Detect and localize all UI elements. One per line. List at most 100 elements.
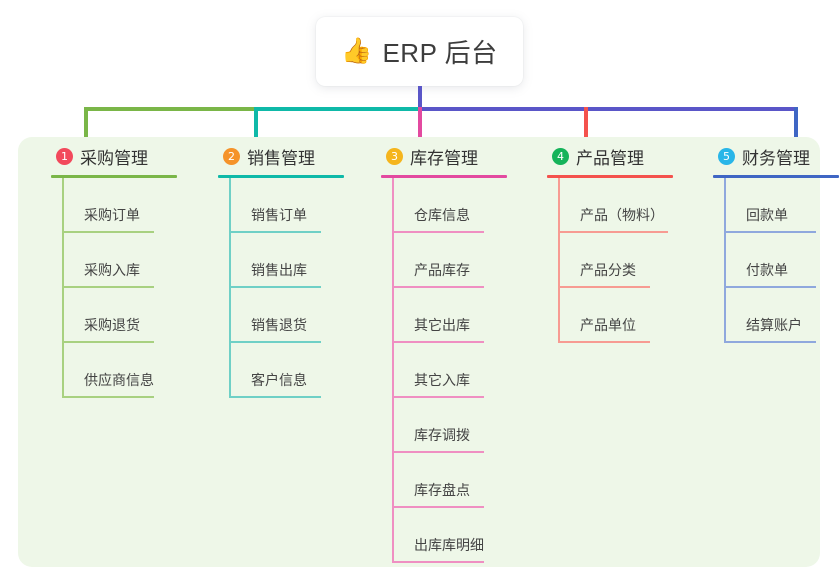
- category-header-3[interactable]: 3 库存管理: [362, 143, 522, 169]
- item-spine: [724, 178, 726, 343]
- category-underline: [51, 175, 177, 178]
- category-underline: [381, 175, 507, 178]
- category-underline: [218, 175, 344, 178]
- category-column-4: 4 产品管理产品（物料） 产品分类产品单位: [528, 143, 688, 343]
- menu-item-label: 结算账户: [746, 317, 802, 333]
- thumbs-up-icon: 👍: [341, 37, 373, 65]
- menu-item[interactable]: 付款单: [726, 233, 839, 288]
- menu-item[interactable]: 回款单: [726, 178, 839, 233]
- menu-item[interactable]: 供应商信息: [64, 343, 192, 398]
- connector-drop-5: [794, 107, 798, 139]
- connector-drop-4: [584, 107, 588, 139]
- menu-item-label: 产品分类: [580, 262, 636, 278]
- menu-item-underline: [394, 231, 484, 233]
- category-title: 采购管理: [80, 148, 148, 168]
- menu-item-label: 库存调拨: [414, 427, 470, 443]
- menu-item-underline: [231, 286, 321, 288]
- page-title: ERP 后台: [382, 38, 498, 68]
- menu-item-underline: [64, 286, 154, 288]
- category-item-list-5: 回款单付款单结算账户: [694, 178, 839, 343]
- category-underline: [713, 175, 839, 178]
- menu-item[interactable]: 出库库明细: [394, 508, 522, 563]
- menu-item-label: 其它入库: [414, 372, 470, 388]
- category-number-badge: 5: [718, 147, 735, 165]
- menu-item-label: 产品单位: [580, 317, 636, 333]
- root-connector-stem: [418, 86, 422, 109]
- menu-item-underline: [560, 341, 650, 343]
- category-title: 产品管理: [576, 148, 644, 168]
- menu-item[interactable]: 销售出库: [231, 233, 359, 288]
- menu-item[interactable]: 结算账户: [726, 288, 839, 343]
- menu-item-underline: [394, 561, 484, 563]
- category-header-5[interactable]: 5 财务管理: [694, 143, 839, 169]
- menu-item-underline: [394, 396, 484, 398]
- menu-item[interactable]: 仓库信息: [394, 178, 522, 233]
- category-number-badge: 4: [552, 147, 569, 165]
- menu-item-underline: [560, 231, 668, 233]
- connector-drop-3: [418, 107, 422, 139]
- menu-item[interactable]: 采购订单: [64, 178, 192, 233]
- menu-item-underline: [726, 341, 816, 343]
- menu-item[interactable]: 库存盘点: [394, 453, 522, 508]
- category-item-list-4: 产品（物料） 产品分类产品单位: [528, 178, 688, 343]
- content-panel: [18, 137, 820, 567]
- menu-item[interactable]: 销售退货: [231, 288, 359, 343]
- menu-item[interactable]: 其它出库: [394, 288, 522, 343]
- menu-item[interactable]: 采购入库: [64, 233, 192, 288]
- menu-item-label: 付款单: [746, 262, 788, 278]
- menu-item-label: 库存盘点: [414, 482, 470, 498]
- menu-item-underline: [231, 231, 321, 233]
- menu-item-label: 采购退货: [84, 317, 140, 333]
- category-item-list-2: 销售订单销售出库销售退货客户信息: [199, 178, 359, 398]
- menu-item-label: 出库库明细: [414, 537, 484, 553]
- menu-item-label: 回款单: [746, 207, 788, 223]
- category-column-3: 3 库存管理仓库信息产品库存其它出库其它入库库存调拨库存盘点出库库明细: [362, 143, 522, 563]
- category-header-4[interactable]: 4 产品管理: [528, 143, 688, 169]
- category-underline: [547, 175, 673, 178]
- root-node-card[interactable]: 👍 ERP 后台: [316, 17, 523, 86]
- menu-item[interactable]: 客户信息: [231, 343, 359, 398]
- menu-item[interactable]: 其它入库: [394, 343, 522, 398]
- menu-item-label: 仓库信息: [414, 207, 470, 223]
- menu-item[interactable]: 产品（物料）: [560, 178, 688, 233]
- menu-item-underline: [394, 506, 484, 508]
- menu-item-underline: [726, 231, 816, 233]
- menu-item-label: 客户信息: [251, 372, 307, 388]
- item-spine: [558, 178, 560, 343]
- menu-item-underline: [64, 341, 154, 343]
- category-title: 库存管理: [410, 148, 478, 168]
- menu-item[interactable]: 产品库存: [394, 233, 522, 288]
- menu-item-label: 销售退货: [251, 317, 307, 333]
- menu-item-underline: [394, 341, 484, 343]
- category-title: 财务管理: [742, 148, 810, 168]
- menu-item[interactable]: 产品分类: [560, 233, 688, 288]
- connector-drop-1: [84, 107, 88, 139]
- menu-item-label: 供应商信息: [84, 372, 154, 388]
- menu-item[interactable]: 采购退货: [64, 288, 192, 343]
- category-item-list-3: 仓库信息产品库存其它出库其它入库库存调拨库存盘点出库库明细: [362, 178, 522, 563]
- menu-item[interactable]: 销售订单: [231, 178, 359, 233]
- category-number-badge: 3: [386, 147, 403, 165]
- connector-bus-segment-2: [254, 107, 420, 111]
- menu-item-label: 采购入库: [84, 262, 140, 278]
- category-column-5: 5 财务管理回款单付款单结算账户: [694, 143, 839, 343]
- menu-item-label: 销售出库: [251, 262, 307, 278]
- connector-bus-segment-1: [84, 107, 256, 111]
- category-title: 销售管理: [247, 148, 315, 168]
- menu-item[interactable]: 产品单位: [560, 288, 688, 343]
- category-item-list-1: 采购订单采购入库采购退货供应商信息: [32, 178, 192, 398]
- item-spine: [229, 178, 231, 398]
- menu-item-underline: [64, 396, 154, 398]
- menu-item-label: 销售订单: [251, 207, 307, 223]
- connector-drop-2: [254, 107, 258, 139]
- menu-item[interactable]: 库存调拨: [394, 398, 522, 453]
- menu-item-underline: [560, 286, 650, 288]
- menu-item-underline: [394, 286, 484, 288]
- menu-item-label: 产品库存: [414, 262, 470, 278]
- menu-item-underline: [726, 286, 816, 288]
